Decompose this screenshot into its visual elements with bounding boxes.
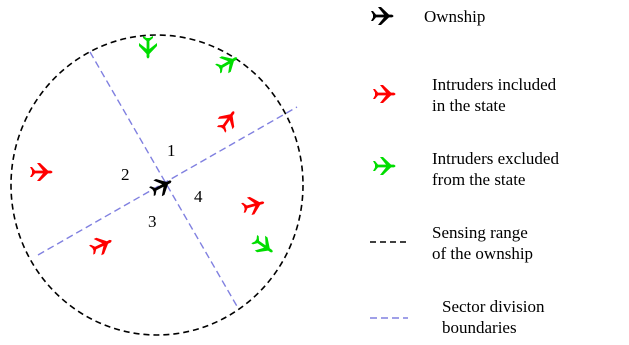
sector-label-2: 2 <box>121 165 130 184</box>
legend-sector-label: Sector division boundaries <box>442 297 545 337</box>
legend-excluded-airplane-icon <box>373 157 396 175</box>
ownship-airplane-icon <box>147 173 176 200</box>
sensing-range-circle <box>10 34 304 336</box>
included-intruder-airplane-icon <box>30 163 53 181</box>
legend-excluded-label: Intruders excluded from the state <box>432 149 559 189</box>
legend-included-label: Intruders included in the state <box>432 75 557 115</box>
included-intruder-airplane-icon <box>240 193 267 217</box>
legend-sensing-label: Sensing range of the ownship <box>432 223 534 263</box>
legend-ownship-label: Ownship <box>424 7 486 26</box>
excluded-intruder-airplane-icon <box>139 36 157 59</box>
excluded-intruder-airplane-icon <box>249 231 278 260</box>
legend-included-airplane-icon <box>373 85 396 103</box>
sector-label-1: 1 <box>167 141 176 160</box>
sector-label-4: 4 <box>194 187 203 206</box>
sector-boundary-line <box>89 51 239 309</box>
sector-boundary-line <box>37 106 298 256</box>
included-intruder-airplane-icon <box>87 232 116 259</box>
included-intruder-airplane-icon <box>213 106 242 135</box>
sector-label-3: 3 <box>148 212 157 231</box>
legend-ownship-airplane-icon <box>371 7 394 25</box>
